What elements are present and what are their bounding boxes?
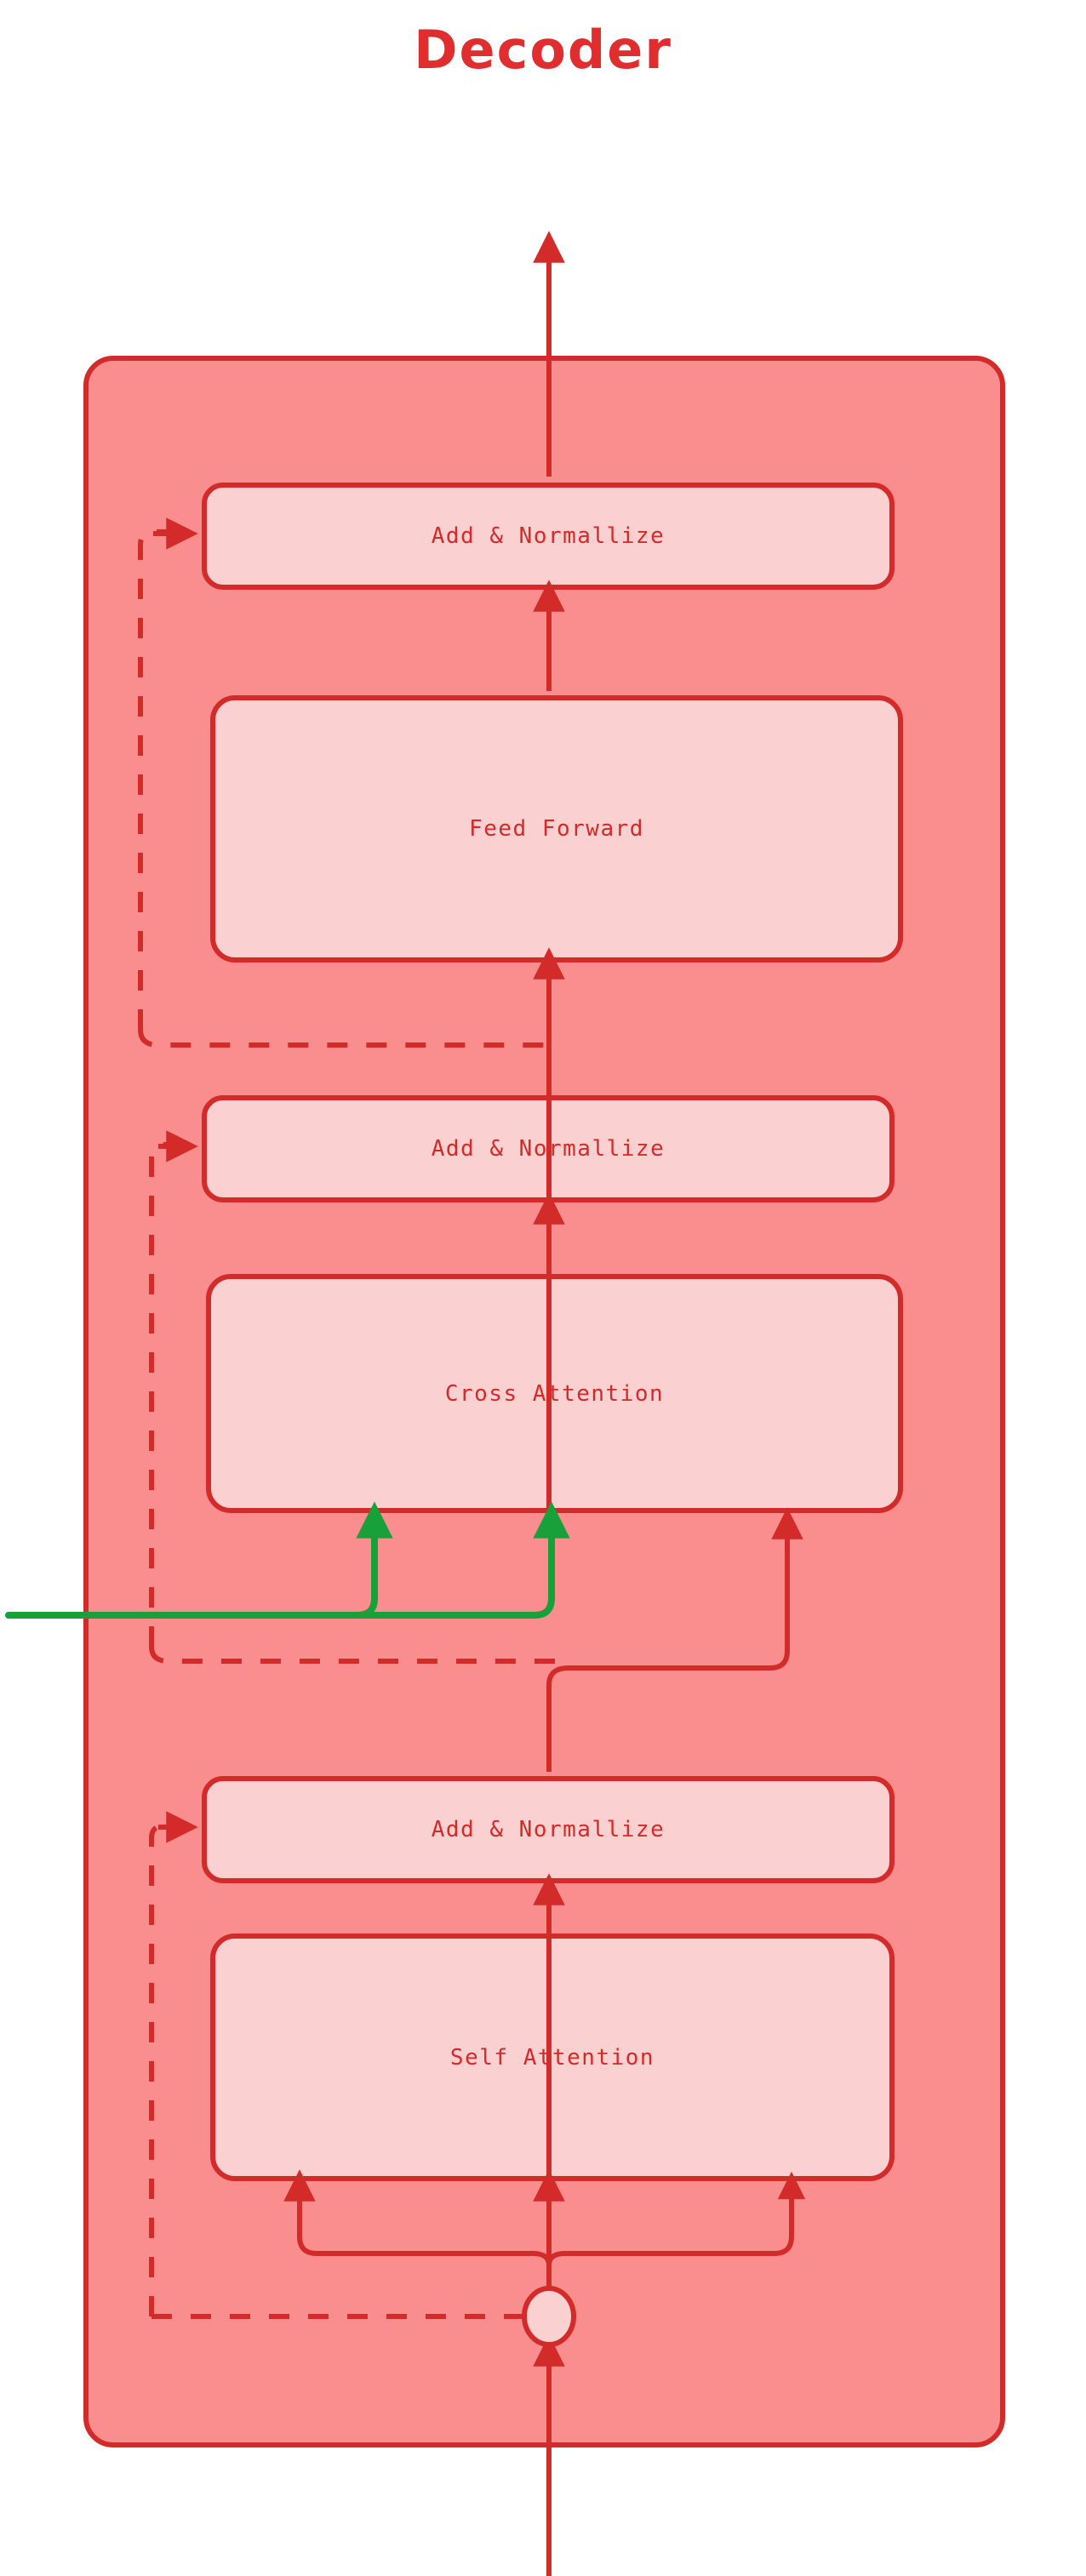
block-add-norm-bottom[interactable] (202, 1776, 895, 1883)
selfatt-input-right-path (546, 2213, 794, 2298)
block-self-attention[interactable] (210, 1933, 895, 2181)
block-add-norm-top[interactable] (202, 483, 895, 590)
query-path-to-cross-attention (546, 1532, 790, 1772)
encoder-memory-branch (167, 1554, 555, 1619)
residual-dashed-crossattention-stub (149, 1646, 562, 1664)
residual-dashed-selfattention (149, 1823, 172, 2316)
residual-dashed-feedforward (138, 529, 167, 1030)
residual-dashed-feedforward-stub (138, 1029, 549, 1048)
block-cross-attention[interactable] (206, 1274, 903, 1513)
block-feed-forward[interactable] (210, 695, 903, 962)
page-title: Decoder (414, 19, 672, 81)
positional-encoding-node[interactable] (522, 2286, 576, 2347)
